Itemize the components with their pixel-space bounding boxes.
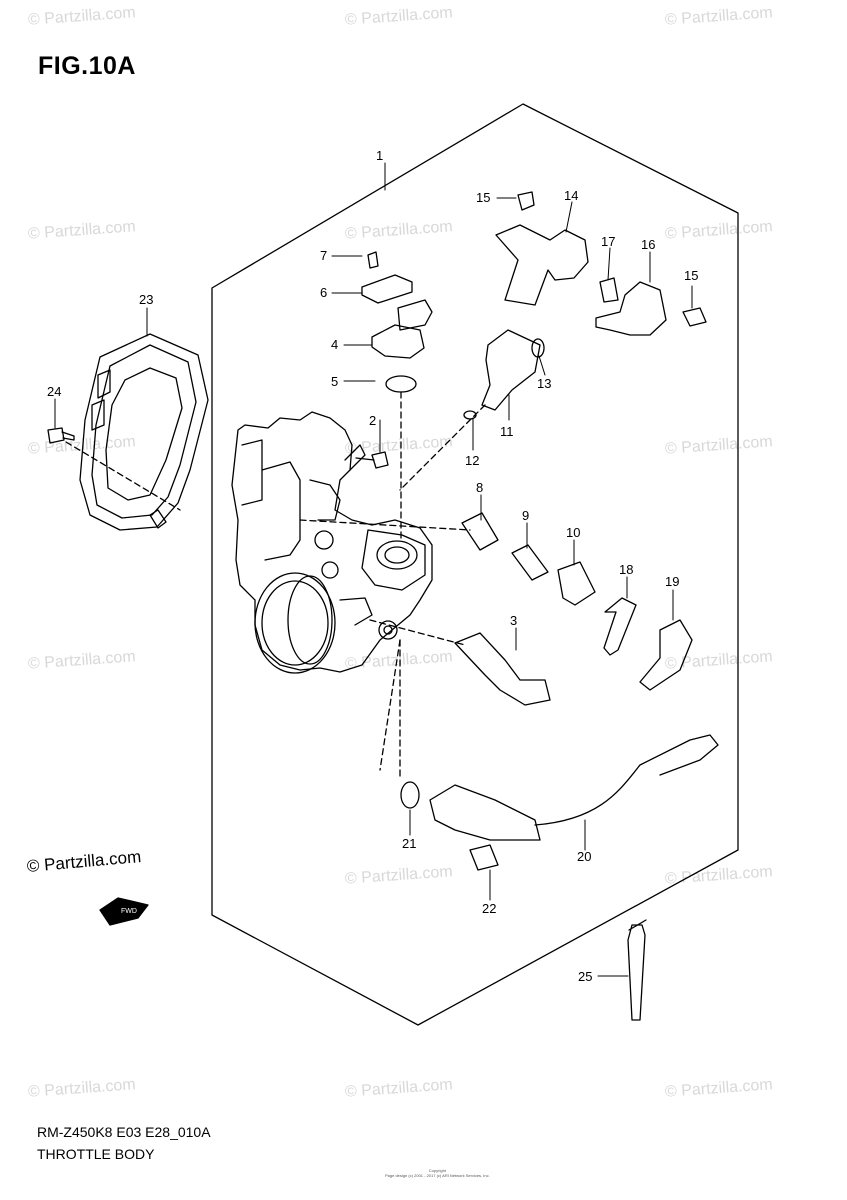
callout-25: 25 <box>578 969 592 984</box>
callout-9: 9 <box>522 508 529 523</box>
callout-15: 15 <box>476 190 490 205</box>
callout-2: 2 <box>369 413 376 428</box>
figure-title: FIG.10A <box>38 52 136 80</box>
copyright-line: Page design (c) 2001 - 2017 (c) ARI Netw… <box>385 1173 490 1178</box>
callout-20: 20 <box>577 849 591 864</box>
fwd-arrow-icon <box>99 897 149 926</box>
assembly-boundary <box>211 103 739 1026</box>
leader-lines <box>54 162 693 977</box>
injector-part <box>399 329 545 491</box>
callout-6: 6 <box>320 285 327 300</box>
callout-14: 14 <box>564 188 578 203</box>
callout-24: 24 <box>47 384 61 399</box>
callout-7: 7 <box>320 248 327 263</box>
model-code: RM-Z450K8 E03 E28_010A <box>37 1124 211 1140</box>
callout-3: 3 <box>510 613 517 628</box>
copyright-notice: Copyright Page design (c) 2001 - 2017 (c… <box>385 1168 490 1178</box>
callout-19: 19 <box>665 574 679 589</box>
screw-part <box>355 451 389 469</box>
callout-8: 8 <box>476 480 483 495</box>
callout-13: 13 <box>537 376 551 391</box>
idle-valve-part <box>299 512 596 706</box>
callout-15: 15 <box>684 268 698 283</box>
bolt-part <box>47 427 181 511</box>
callout-16: 16 <box>641 237 655 252</box>
cover-gasket-part <box>79 333 209 531</box>
throttle-body-part <box>231 411 433 674</box>
callout-1: 1 <box>376 148 383 163</box>
callout-5: 5 <box>331 374 338 389</box>
callout-12: 12 <box>465 453 479 468</box>
callout-11: 11 <box>500 424 514 439</box>
callout-22: 22 <box>482 901 496 916</box>
callout-17: 17 <box>601 234 615 249</box>
callout-10: 10 <box>566 525 580 540</box>
harness-part <box>379 639 719 871</box>
sensor-stack-part <box>361 251 433 541</box>
hose-part <box>603 597 693 691</box>
group-name: THROTTLE BODY <box>37 1146 155 1162</box>
copyright-line: Copyright <box>428 1168 446 1173</box>
bracket-fitting-part <box>495 191 707 336</box>
callout-18: 18 <box>619 562 633 577</box>
fwd-label: FWD <box>121 908 137 915</box>
callout-21: 21 <box>402 836 416 851</box>
callout-23: 23 <box>139 292 153 307</box>
callout-4: 4 <box>331 337 338 352</box>
cable-tie-part <box>627 919 647 1021</box>
